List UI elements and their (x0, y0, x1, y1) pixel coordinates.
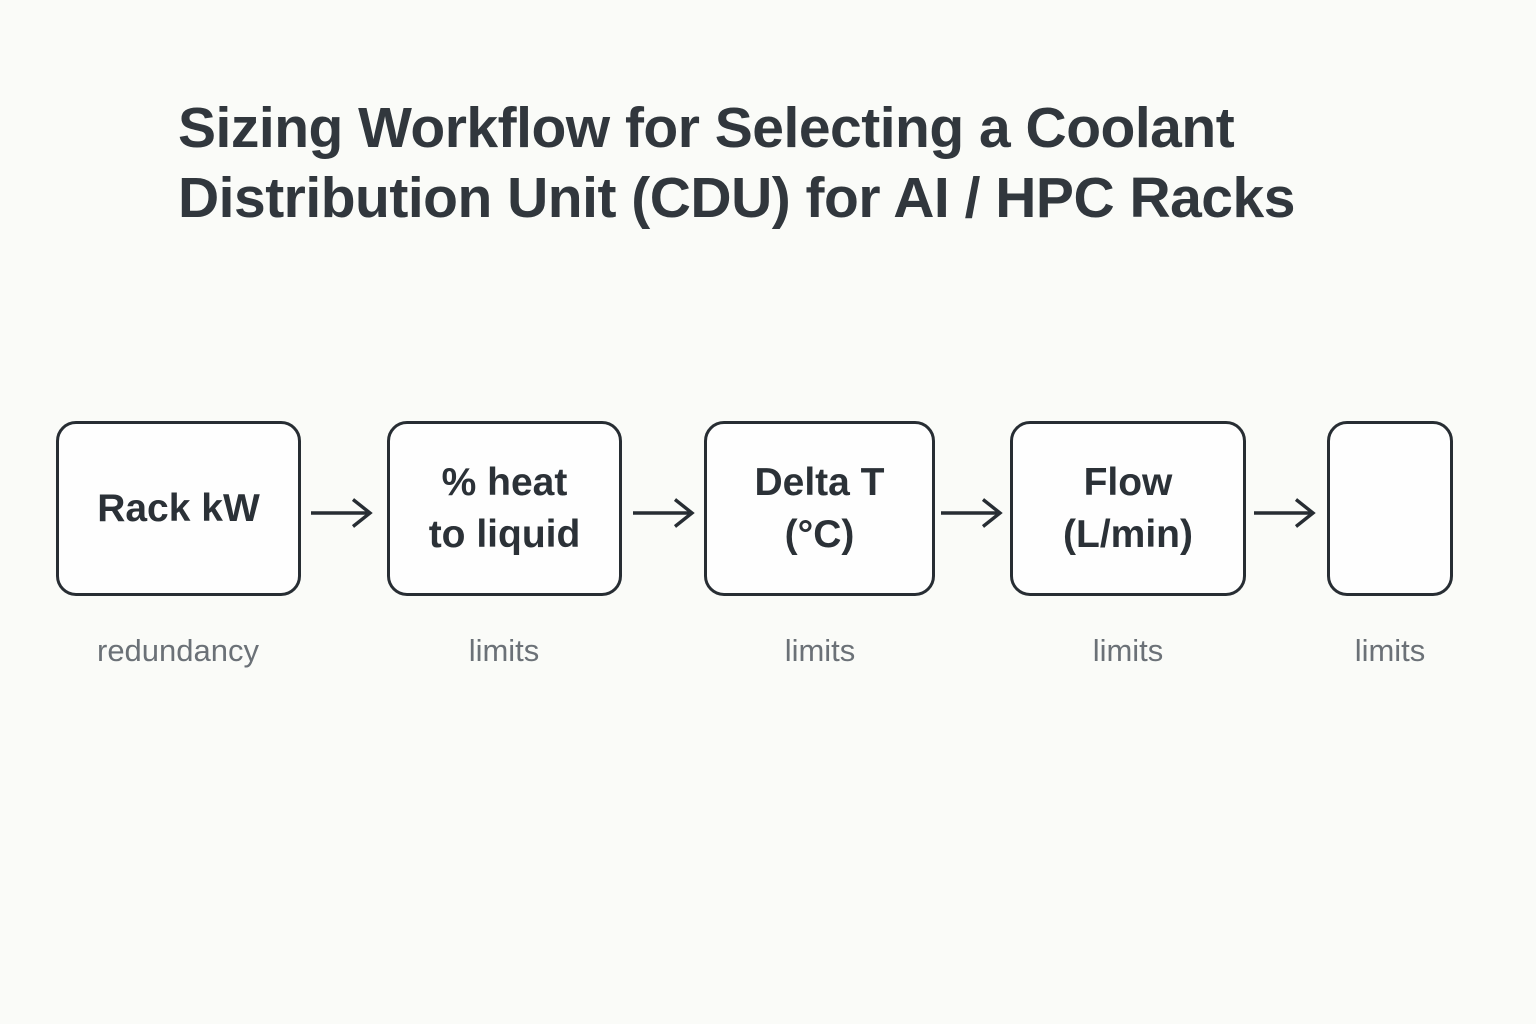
flow-node-label-line: (L/min) (1063, 512, 1193, 556)
right-arrow-icon (940, 496, 1004, 530)
flow-node-delta-t: Delta T (°C) (704, 421, 935, 596)
flow-node-label-line: Delta T (754, 460, 885, 504)
right-arrow-icon (310, 496, 374, 530)
flow-node-label-line: to liquid (428, 512, 581, 556)
page-title-line-2: Distribution Unit (CDU) for AI / HPC Rac… (178, 166, 1295, 230)
flow-node-label-line: (°C) (784, 512, 855, 556)
page-title: Sizing Workflow for Selecting a Coolant … (178, 93, 1295, 233)
node-caption: limits (784, 633, 856, 668)
node-caption: limits (1092, 633, 1164, 668)
node-caption: limits (1354, 633, 1426, 668)
flow-node-label-line: % heat (441, 460, 568, 504)
page-title-line-1: Sizing Workflow for Selecting a Coolant (178, 96, 1235, 160)
flow-node-rack-kw: Rack kW (56, 421, 301, 596)
node-caption: limits (468, 633, 540, 668)
flow-node-percent-heat-to-liquid: % heat to liquid (387, 421, 622, 596)
flow-node-label: Rack kW (97, 486, 260, 530)
right-arrow-icon (1253, 496, 1317, 530)
right-arrow-icon (632, 496, 696, 530)
flow-node-label-line: Flow (1083, 460, 1173, 504)
node-caption: redundancy (96, 633, 260, 668)
flow-node-empty (1327, 421, 1453, 596)
flow-node-flow-l-min: Flow (L/min) (1010, 421, 1246, 596)
